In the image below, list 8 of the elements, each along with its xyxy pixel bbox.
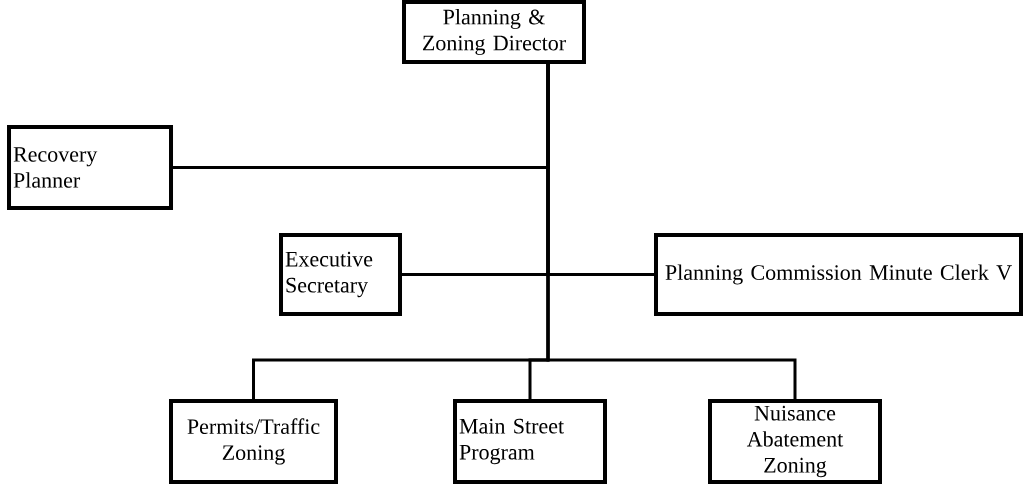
org-box: Permits/Traffic Zoning: [169, 399, 338, 484]
org-box: Main Street Program: [453, 399, 607, 484]
org-box: Executive Secretary: [279, 233, 402, 316]
org-box: Planning & Zoning Director: [402, 0, 586, 64]
org-box: Planning Commission Minute Clerk V: [654, 233, 1023, 316]
connector-line: [546, 64, 797, 399]
org-box: Nuisance Abatement Zoning: [708, 399, 882, 484]
org-box: Recovery Planner: [7, 125, 173, 210]
